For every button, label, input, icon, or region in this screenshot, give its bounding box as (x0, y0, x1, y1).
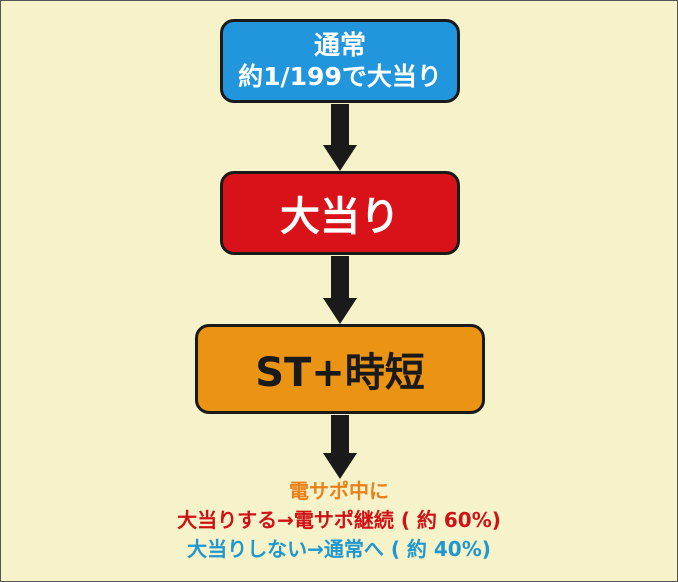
normal-state-box: 通常 約1/199で大当り (220, 19, 460, 103)
note-continue: 大当りする→電サポ継続 ( 約 60%) (177, 508, 501, 532)
note-return-normal: 大当りしない→通常へ ( 約 40%) (187, 537, 491, 561)
arrow-jackpot-to-st (323, 256, 357, 324)
st-jitan-box: ST+時短 (195, 324, 485, 414)
arrow-normal-to-jackpot (323, 104, 357, 171)
jackpot-label: 大当り (280, 194, 400, 240)
st-jitan-label: ST+時短 (255, 350, 425, 396)
normal-state-probability: 約1/199で大当り (238, 62, 442, 91)
jackpot-box: 大当り (220, 171, 460, 255)
note-header: 電サポ中に (289, 479, 389, 503)
arrow-st-to-notes (323, 415, 357, 479)
result-notes: 電サポ中に 大当りする→電サポ継続 ( 約 60%) 大当りしない→通常へ ( … (1, 477, 677, 564)
normal-state-title: 通常 (313, 31, 366, 61)
